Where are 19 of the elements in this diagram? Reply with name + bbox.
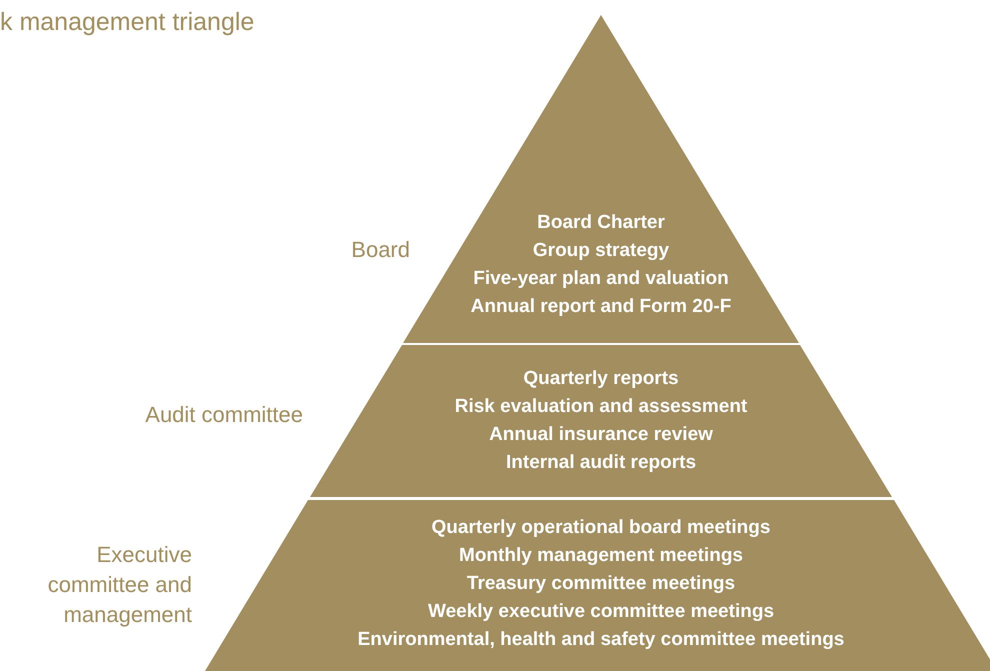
tier-item: Weekly executive committee meetings xyxy=(428,600,774,624)
tier-item: Annual report and Form 20-F xyxy=(470,295,732,319)
tier-item: Quarterly operational board meetings xyxy=(432,516,770,540)
tier-item: Five-year plan and valuation xyxy=(473,267,729,291)
tier-item: Annual insurance review xyxy=(489,423,713,447)
title: k management triangle xyxy=(0,7,254,38)
tier-label: Executive committee and management xyxy=(46,541,192,629)
pyramid-tier xyxy=(205,500,990,671)
tier-label: Audit committee xyxy=(144,401,303,429)
tier-item: Group strategy xyxy=(532,239,670,263)
tier-item: Environmental, health and safety committee meetings xyxy=(358,628,844,652)
tier-item: Board Charter xyxy=(537,211,665,235)
tier-item: Risk evaluation and assessment xyxy=(454,395,748,419)
tier-item: Treasury committee meetings xyxy=(466,572,736,596)
tier-item: Monthly management meetings xyxy=(459,544,743,568)
tier-item: Internal audit reports xyxy=(506,451,696,475)
tier-item: Quarterly reports xyxy=(523,367,679,391)
pyramid-tier xyxy=(310,345,892,497)
tier-label: Board xyxy=(350,236,410,264)
